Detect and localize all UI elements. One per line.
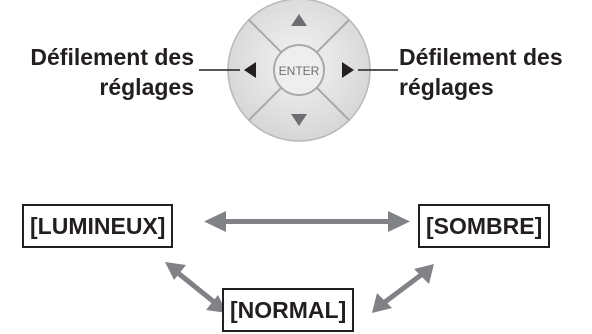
double-arrow-lumineux-sombre [204, 211, 410, 232]
label-left-line2: réglages [99, 74, 194, 100]
scroll-settings-label-left: Défilement des réglages [8, 42, 194, 102]
label-right-line1: Défilement des [399, 44, 563, 70]
label-left-line1: Défilement des [30, 44, 194, 70]
mode-lumineux: [LUMINEUX] [22, 204, 174, 248]
double-arrow-lumineux-normal [165, 262, 227, 313]
up-arrow-icon[interactable] [291, 14, 307, 26]
remote-directional-pad: ENTER [227, 0, 371, 142]
right-arrow-icon[interactable] [342, 62, 354, 78]
mode-normal: [NORMAL] [222, 288, 355, 332]
label-right-line2: réglages [399, 74, 494, 100]
enter-button[interactable] [273, 44, 325, 96]
scroll-settings-label-right: Défilement des réglages [399, 42, 589, 102]
double-arrow-normal-sombre [372, 264, 434, 313]
mode-sombre: [SOMBRE] [418, 204, 551, 248]
down-arrow-icon[interactable] [291, 114, 307, 126]
left-arrow-icon[interactable] [244, 62, 256, 78]
enter-button-label: ENTER [279, 64, 320, 78]
